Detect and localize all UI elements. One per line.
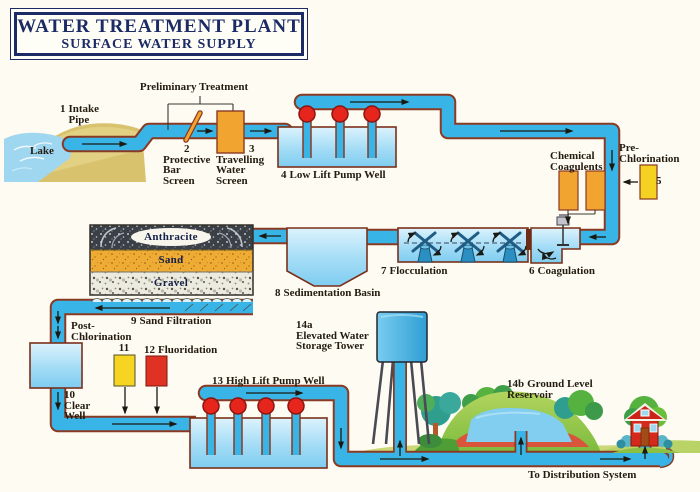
label-anthracite-layer: Anthracite (144, 231, 198, 243)
chemical-coagulent-tank (558, 170, 579, 211)
label-chemical-coagulents: Chemical Coagulents (550, 150, 603, 173)
label-number: 8 (275, 287, 281, 299)
label-preliminary-treatment: Preliminary Treatment (139, 81, 249, 93)
pump (331, 105, 349, 123)
label-sand-layer: Sand (158, 254, 184, 266)
label-clear-well: 10 Clear Well (64, 390, 90, 422)
label-text: Sedimentation Basin (283, 287, 381, 299)
house (612, 396, 680, 453)
label-number: 10 (64, 389, 75, 401)
coag-floc-weir (526, 229, 531, 250)
label-protective-bar-screen: 2 Protective Bar Screen (163, 143, 211, 187)
chemical-coagulent-tank (585, 170, 606, 211)
page-title: WATER TREATMENT PLANT (17, 15, 301, 37)
ground-scene (352, 359, 700, 453)
label-lake: Lake (30, 145, 54, 157)
flocculation-mixers (404, 231, 527, 263)
label-number: 4 (281, 169, 287, 181)
label-text: Ground Level Reservoir (507, 378, 593, 401)
label-number: 2 (184, 143, 190, 155)
label-postchlorination: Post- Chlorination (71, 320, 132, 343)
sedimentation-basin (286, 227, 368, 287)
pump (287, 397, 305, 415)
sand-filter (89, 224, 254, 312)
pump (257, 397, 275, 415)
label-number: 9 (131, 315, 137, 327)
flow-arrows (55, 99, 648, 462)
equipment (113, 96, 658, 415)
travelling-water-screen (216, 110, 245, 154)
label-number: 1 (60, 103, 66, 115)
label-text: Intake Pipe (68, 103, 100, 126)
label-text: Travelling Water Screen (216, 153, 265, 187)
label-intake-pipe: 1 Intake Pipe (60, 103, 100, 126)
pump (229, 397, 247, 415)
label-number: 14b (507, 378, 525, 390)
label-number: 7 (381, 265, 387, 277)
pump (298, 105, 316, 123)
label-number: 12 (144, 344, 155, 356)
label-to-distribution-system: To Distribution System (528, 469, 637, 481)
label-text: Coagulation (537, 265, 595, 277)
pumps (202, 105, 381, 455)
label-prechlorination: Pre- Chlorination (619, 142, 680, 165)
label-text: High Lift Pump Well (226, 375, 325, 387)
label-travelling-water-screen: 3 Travelling Water Screen (216, 143, 265, 187)
label-text: Flocculation (389, 265, 448, 277)
prechlorination-box (639, 164, 658, 200)
fluoridation-box (145, 355, 168, 387)
storage-tower (376, 311, 428, 363)
title-box: WATER TREATMENT PLANT SURFACE WATER SUPP… (10, 8, 308, 60)
clear-well-tank (29, 342, 83, 389)
pump (363, 105, 381, 123)
label-number: 13 (212, 375, 223, 387)
coagulation-mixer (537, 214, 570, 261)
pump (202, 397, 220, 415)
postchlorination-box (113, 354, 136, 387)
label-text: Elevated Water Storage Tower (296, 329, 369, 353)
lake-scene (4, 123, 146, 182)
page-subtitle: SURFACE WATER SUPPLY (61, 36, 257, 52)
label-text: Low Lift Pump Well (289, 169, 386, 181)
label-number-5: 5 (656, 175, 662, 187)
label-number: 6 (529, 265, 535, 277)
label-text: Protective Bar Screen (163, 153, 211, 187)
label-gravel-layer: Gravel (153, 277, 189, 289)
label-text: Sand Filtration (139, 315, 212, 327)
label-text: Fluoridation (158, 344, 218, 356)
label-number: 3 (249, 143, 255, 155)
label-elevated-water-storage-tower: 14a Elevated Water Storage Tower (296, 320, 369, 352)
label-text: Clear Well (64, 399, 91, 423)
label-number: 14a (296, 319, 313, 331)
label-number-11: 11 (118, 342, 130, 354)
